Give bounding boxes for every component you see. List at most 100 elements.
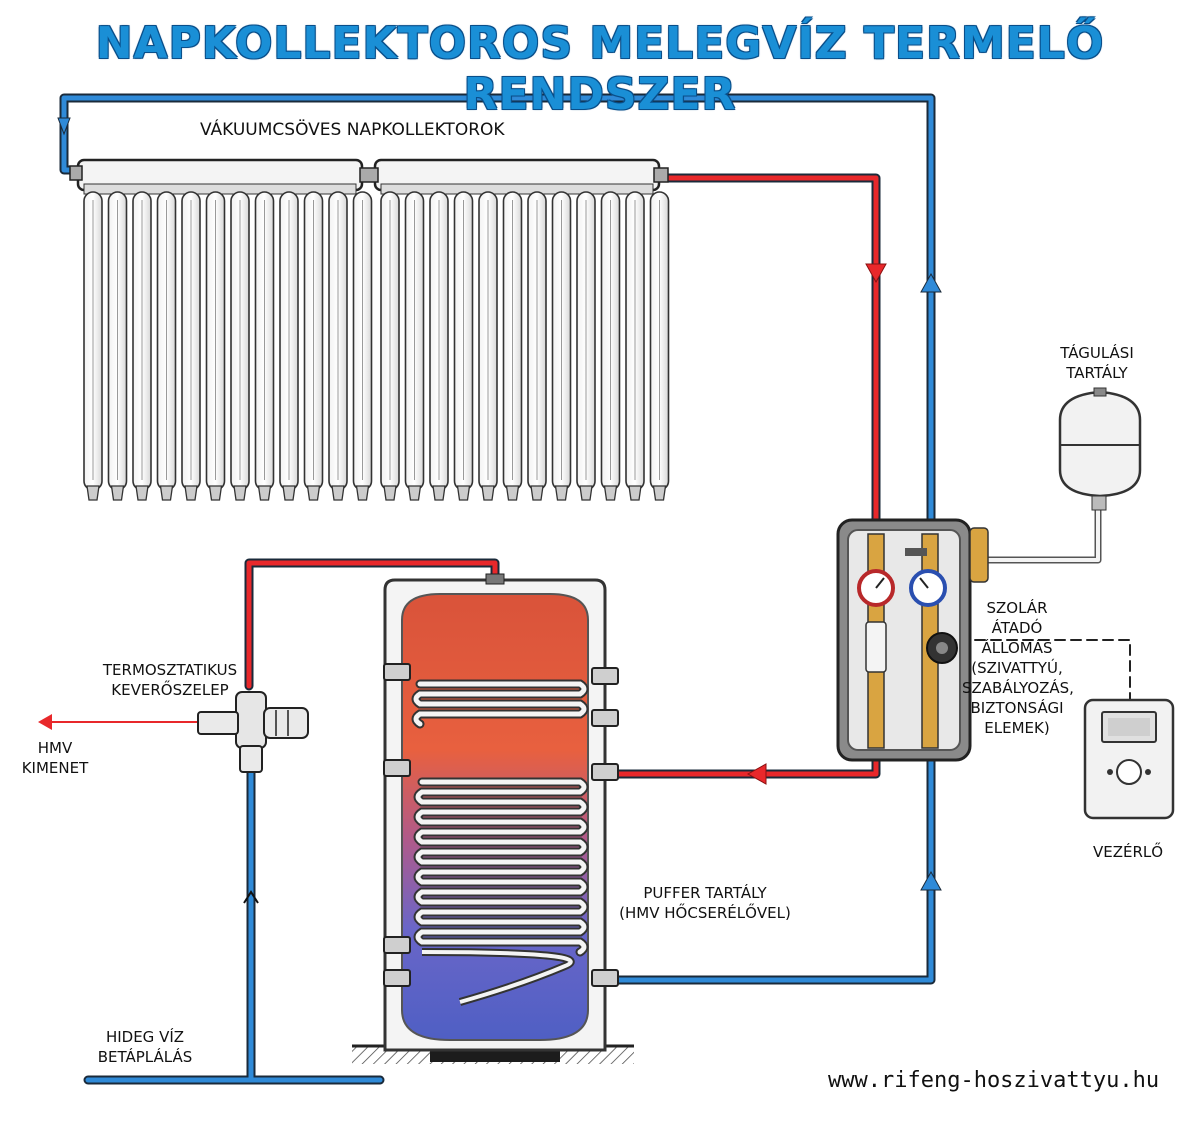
tube-end-cap	[554, 485, 569, 501]
solar-station-label-line: ÁTADÓ	[991, 619, 1043, 637]
tank-top-port	[485, 573, 505, 585]
coil-loop	[415, 779, 587, 955]
tank-port	[383, 663, 411, 681]
valve-right-cap	[263, 707, 309, 739]
solar-station-label: SZOLÁR ÁTADÓ ÁLLOMÁS (SZIVATTYÚ, SZABÁLY…	[962, 598, 1074, 738]
controller-label: VEZÉRLŐ	[1092, 843, 1164, 861]
tank-port	[383, 759, 411, 777]
tube-end-cap	[282, 485, 296, 501]
tube-end-cap	[432, 485, 446, 501]
tube-end-cap	[135, 485, 149, 501]
panel-outlet	[653, 167, 669, 183]
flow-meter	[865, 621, 887, 673]
arrow-left-icon	[38, 714, 52, 730]
buffer-tank	[352, 573, 634, 1064]
tube-end-cap	[505, 485, 520, 501]
valve-left-port	[197, 711, 239, 735]
mixing-valve-label-line: KEVERŐSZELEP	[111, 681, 229, 699]
tank-port	[591, 667, 619, 685]
diagram-title: NAPKOLLEKTOROS MELEGVÍZ TERMELŐ RENDSZER	[95, 18, 1105, 120]
arrow-down-icon	[865, 263, 887, 284]
tank-port	[591, 969, 619, 987]
buffer-tank-label-line: PUFFER TARTÁLY	[643, 884, 767, 902]
hot-water-out-label-line: HMV	[37, 739, 73, 757]
expansion-tank-pipe-inner	[983, 498, 1100, 562]
controller-knob	[1116, 759, 1142, 785]
tube-end-cap	[652, 485, 667, 501]
expansion-tank-pipe	[981, 496, 1102, 564]
arrow-up-icon	[243, 890, 259, 904]
tank-port	[383, 936, 411, 954]
collectors-label: VÁKUUMCSÖVES NAPKOLLEKTOROK	[200, 120, 505, 140]
panel-connector	[359, 167, 379, 183]
cold-coil-pipe-outline	[599, 747, 936, 985]
tube-end-cap	[208, 485, 223, 501]
expansion-tank-label: TÁGULÁSI TARTÁLY	[1052, 343, 1142, 383]
tube-end-cap	[159, 485, 174, 501]
tube-end-cap	[579, 485, 593, 501]
solar-station-label-line: (SZIVATTYÚ,	[971, 659, 1063, 677]
flow-arrows	[38, 117, 942, 904]
arrow-down-icon	[57, 117, 71, 136]
tank-port	[591, 709, 619, 727]
tube-end-cap	[628, 485, 642, 501]
controller-device	[1083, 698, 1175, 820]
arrow-left-icon	[746, 763, 767, 785]
heat-exchanger-coils	[411, 679, 589, 1006]
collector-panel	[76, 158, 373, 501]
coil-loop	[413, 681, 587, 727]
safety-valve	[969, 527, 989, 583]
tank-ports	[383, 663, 619, 987]
tube-end-cap	[86, 485, 100, 501]
solar-station	[836, 518, 989, 762]
arrow-up-icon	[920, 272, 942, 293]
cold-coil-pipe	[601, 749, 934, 983]
controller-wire	[974, 639, 1131, 701]
tube-end-cap	[306, 485, 321, 501]
tube-end-cap	[481, 485, 495, 501]
hot-coil-pipe-outline	[599, 747, 881, 779]
hot-flow-pipe-outline	[655, 173, 881, 535]
tube-end-cap	[407, 485, 422, 501]
tube-end-cap	[355, 485, 370, 501]
solar-station-label-line: SZOLÁR	[986, 599, 1048, 617]
valve-body	[235, 691, 267, 749]
solar-station-label-line: ELEMEK)	[984, 719, 1050, 737]
valve-bottom-port	[239, 745, 263, 773]
tube-end-cap	[456, 485, 471, 501]
tube-end-cap	[383, 485, 397, 501]
solar-station-label-line: BIZTONSÁGI	[970, 699, 1064, 717]
website-link[interactable]: www.rifeng-hoszivattyu.hu	[828, 1068, 1160, 1093]
tank-water	[401, 593, 589, 1041]
mixing-valve-label-line: TERMOSZTATIKUS	[102, 661, 238, 679]
tube-end-cap	[530, 485, 544, 501]
arrow-up-icon	[920, 870, 942, 891]
cold-water-label: HIDEG VÍZ BETÁPLÁLÁS	[90, 1027, 200, 1067]
panel-inlet	[69, 165, 83, 181]
buffer-tank-label-line: (HMV HŐCSERÉLŐVEL)	[619, 904, 791, 922]
expansion-tank-label-line: TÁGULÁSI	[1060, 344, 1134, 362]
cold-supply-pipe	[85, 767, 383, 1083]
hot-water-out-label-line: KIMENET	[21, 759, 89, 777]
buffer-tank-label: PUFFER TARTÁLY (HMV HŐCSERÉLŐVEL)	[610, 883, 800, 923]
cold-water-label-line: BETÁPLÁLÁS	[97, 1048, 193, 1066]
tank-port	[383, 969, 411, 987]
coil-return	[421, 950, 573, 1004]
vacuum-tube-collectors	[69, 158, 670, 501]
tube-end-cap	[603, 485, 618, 501]
tube-end-cap	[110, 485, 125, 501]
hot-water-out-label: HMV KIMENET	[20, 738, 90, 778]
tube-end-cap	[331, 485, 345, 501]
mixing-valve-label: TERMOSZTATIKUS KEVERŐSZELEP	[100, 660, 240, 700]
hot-flow-pipe	[657, 175, 879, 533]
tube-end-cap	[233, 485, 247, 501]
expansion-tank-label-line: TARTÁLY	[1066, 364, 1128, 382]
dhw-hot-pipe	[246, 560, 498, 689]
collector-panel	[373, 158, 670, 501]
tube-end-cap	[184, 485, 198, 501]
solar-station-label-line: ÁLLOMÁS	[981, 639, 1053, 657]
cold-water-label-line: HIDEG VÍZ	[105, 1028, 185, 1046]
tank-port	[591, 763, 619, 781]
